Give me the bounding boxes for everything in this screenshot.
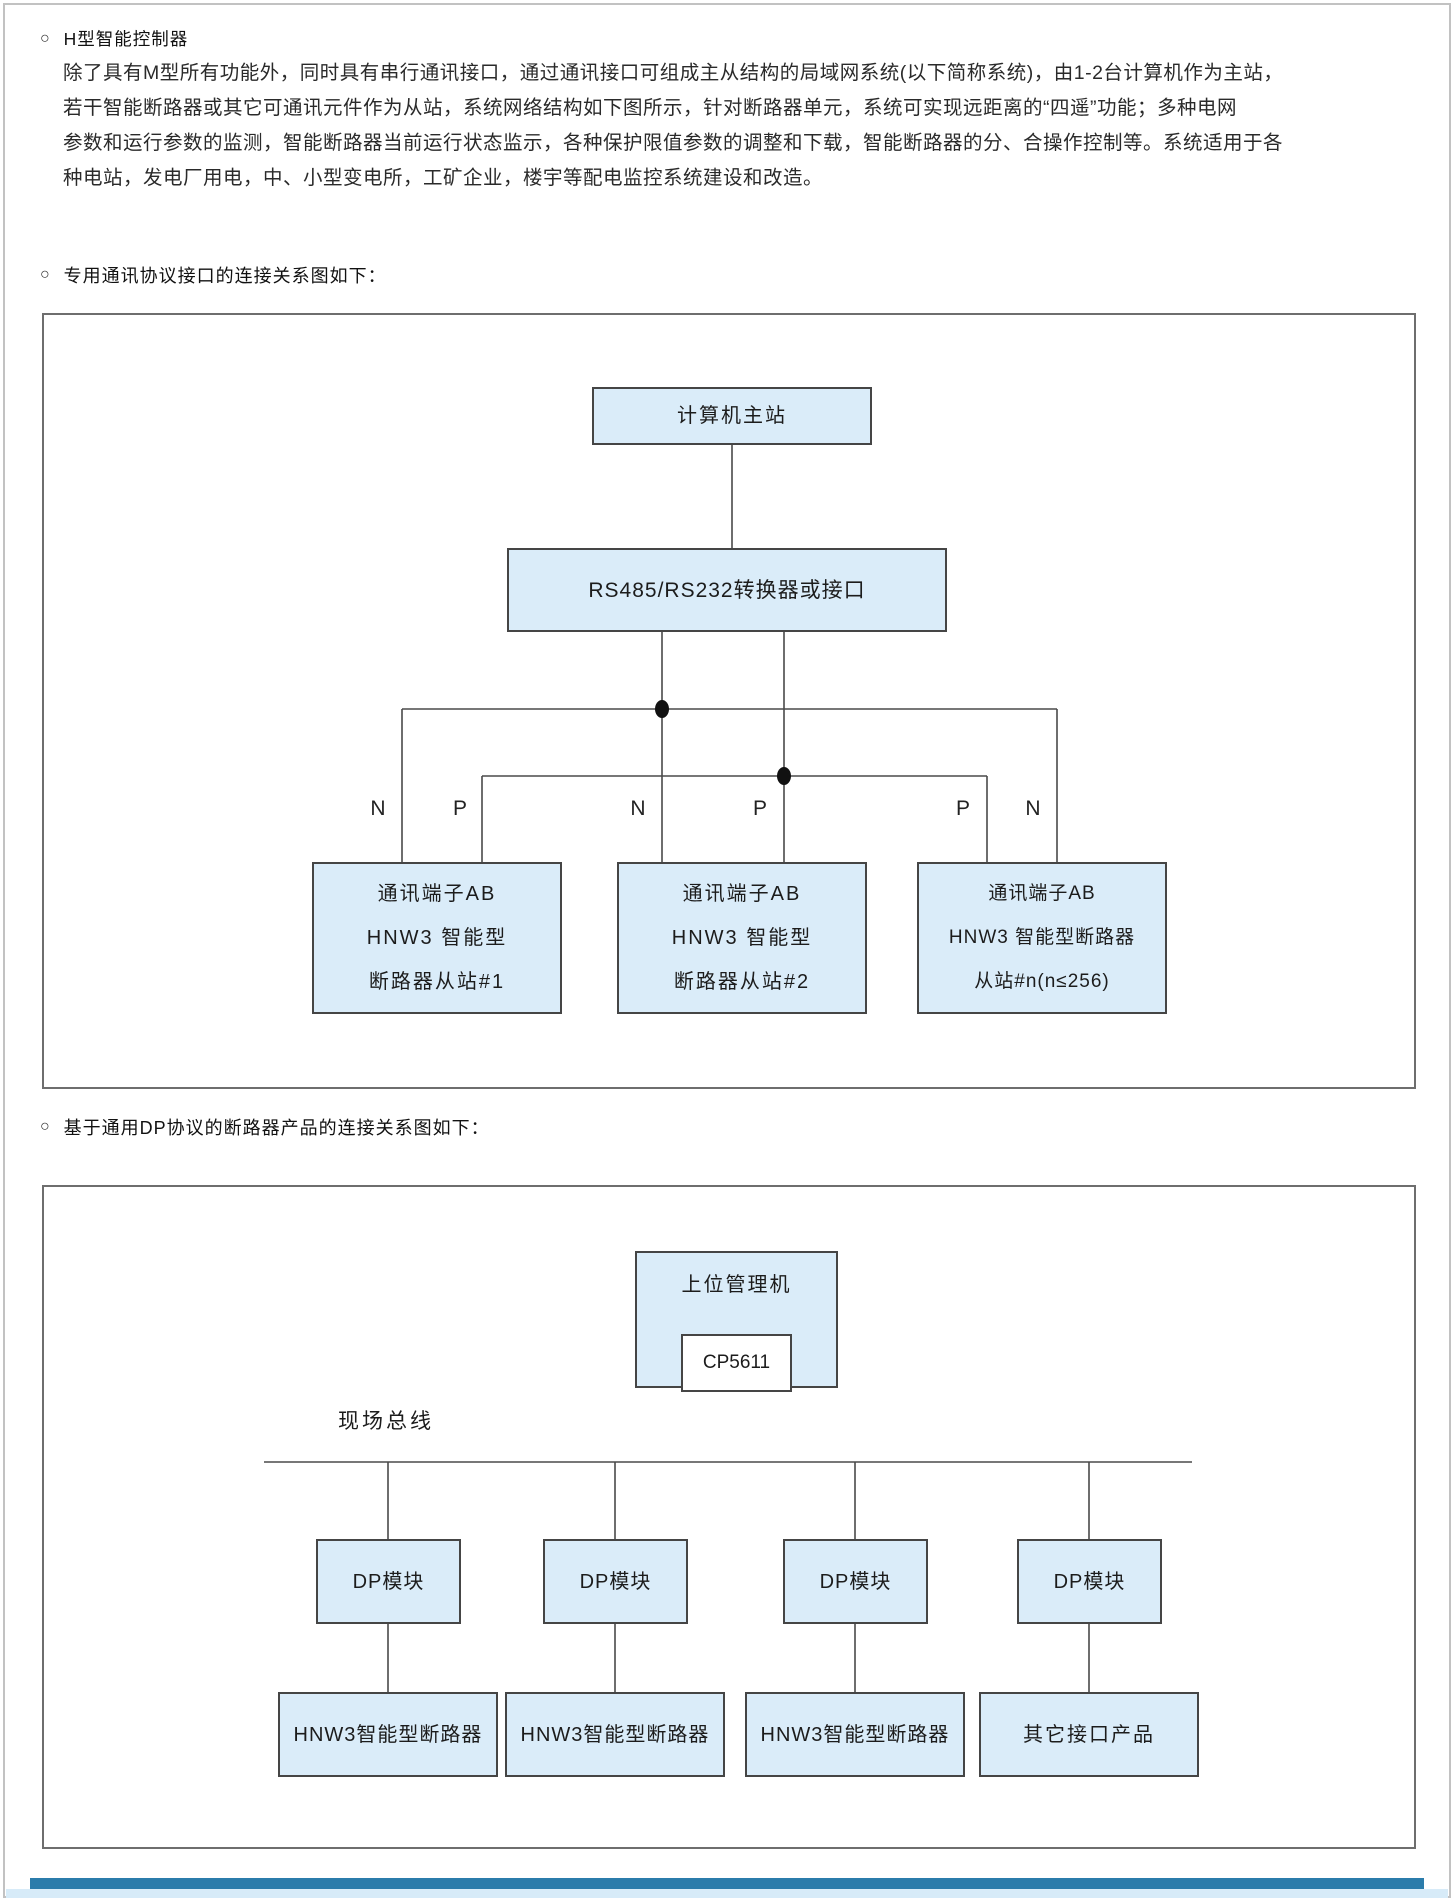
terminal-label-n: N: [1025, 797, 1041, 820]
computer-master-label: 计算机主站: [677, 405, 787, 427]
section-heading-h-controller: ○ H型智能控制器: [40, 26, 188, 51]
cp5611-card-box: CP5611: [681, 1334, 792, 1392]
terminal-label-p: P: [752, 797, 767, 820]
terminal-label-n: N: [370, 797, 386, 820]
slave-line: HNW3 智能型: [671, 927, 813, 949]
junction-dot: [655, 700, 669, 718]
slave-box-2: 通讯端子AB HNW3 智能型 断路器从站#2: [617, 862, 867, 1014]
paragraph-line: 参数和运行参数的监测，智能断路器当前运行状态监示，各种保护限值参数的调整和下载，…: [63, 132, 1284, 154]
device-box-1: HNW3智能型断路器: [278, 1692, 498, 1777]
rs485-converter-label: RS485/RS232转换器或接口: [588, 578, 866, 602]
device-box-other: 其它接口产品: [979, 1692, 1199, 1777]
dp-module-label: DP模块: [1053, 1570, 1126, 1593]
rs485-converter-box: RS485/RS232转换器或接口: [507, 548, 947, 632]
diagram-lines-layer: [401, 445, 1058, 862]
dp-module-label: DP模块: [352, 1570, 425, 1593]
device-label: 其它接口产品: [1023, 1723, 1155, 1746]
device-box-3: HNW3智能型断路器: [745, 1692, 965, 1777]
device-label: HNW3智能型断路器: [520, 1723, 710, 1746]
section-title: 专用通讯协议接口的连接关系图如下：: [63, 266, 387, 286]
slave-box-n: 通讯端子AB HNW3 智能型断路器 从站#n(n≤256): [917, 862, 1167, 1014]
circle-bullet-icon: ○: [40, 266, 50, 283]
device-label: HNW3智能型断路器: [760, 1723, 950, 1746]
host-manager-label: 上位管理机: [681, 1274, 792, 1296]
dp-module-label: DP模块: [579, 1570, 652, 1593]
slave-line: 通讯端子AB: [682, 883, 802, 905]
slave-line: 断路器从站#2: [673, 971, 811, 993]
junction-dot: [777, 767, 791, 785]
slave-line: HNW3 智能型断路器: [948, 927, 1136, 948]
device-label: HNW3智能型断路器: [293, 1723, 483, 1746]
slave-box-1: 通讯端子AB HNW3 智能型 断路器从站#1: [312, 862, 562, 1014]
device-box-2: HNW3智能型断路器: [505, 1692, 725, 1777]
paragraph-line: 若干智能断路器或其它可通讯元件作为从站，系统网络结构如下图所示，针对断路器单元，…: [63, 97, 1237, 119]
slave-line: HNW3 智能型: [366, 927, 508, 949]
paragraph-line: 种电站，发电厂用电，中、小型变电所，工矿企业，楼宇等配电监控系统建设和改造。: [63, 167, 824, 189]
terminal-label-p: P: [955, 797, 970, 820]
slave-line: 通讯端子AB: [988, 883, 1096, 904]
circle-bullet-icon: ○: [40, 1118, 50, 1135]
cp5611-label: CP5611: [702, 1352, 771, 1373]
section-heading-protocol-diagram: ○ 专用通讯协议接口的连接关系图如下：: [40, 262, 387, 288]
slave-line: 断路器从站#1: [368, 971, 506, 993]
dp-module-box-3: DP模块: [783, 1539, 928, 1624]
diagram-lines-layer: [264, 1461, 1192, 1692]
dp-module-box-1: DP模块: [316, 1539, 461, 1624]
circle-bullet-icon: ○: [40, 29, 50, 47]
dp-module-label: DP模块: [819, 1570, 892, 1593]
paragraph-line: 除了具有M型所有功能外，同时具有串行通讯接口，通过通讯接口可组成主从结构的局域网…: [63, 62, 1284, 84]
section-heading-dp-diagram: ○ 基于通用DP协议的断路器产品的连接关系图如下：: [40, 1114, 490, 1140]
terminal-label-n: N: [630, 797, 646, 820]
footer-band: [6, 1889, 1448, 1898]
section-title: 基于通用DP协议的断路器产品的连接关系图如下：: [63, 1118, 490, 1138]
computer-master-box: 计算机主站: [592, 387, 872, 445]
dp-module-box-2: DP模块: [543, 1539, 688, 1624]
dp-module-box-4: DP模块: [1017, 1539, 1162, 1624]
slave-line: 通讯端子AB: [377, 883, 497, 905]
footer-accent-bar: [30, 1878, 1424, 1889]
diagram-dp-connection: 上位管理机 CP5611 现场总线 DP模块 DP模块 DP模块 DP模块 HN…: [42, 1185, 1416, 1849]
fieldbus-label: 现场总线: [338, 1410, 434, 1433]
intro-paragraph: 除了具有M型所有功能外，同时具有串行通讯接口，通过通讯接口可组成主从结构的局域网…: [63, 56, 1423, 196]
diagram-protocol-connection: 计算机主站 RS485/RS232转换器或接口 N P N P P N 通讯端子…: [42, 313, 1416, 1089]
slave-line: 从站#n(n≤256): [974, 971, 1110, 992]
terminal-label-p: P: [452, 797, 467, 820]
section-title: H型智能控制器: [63, 29, 189, 49]
